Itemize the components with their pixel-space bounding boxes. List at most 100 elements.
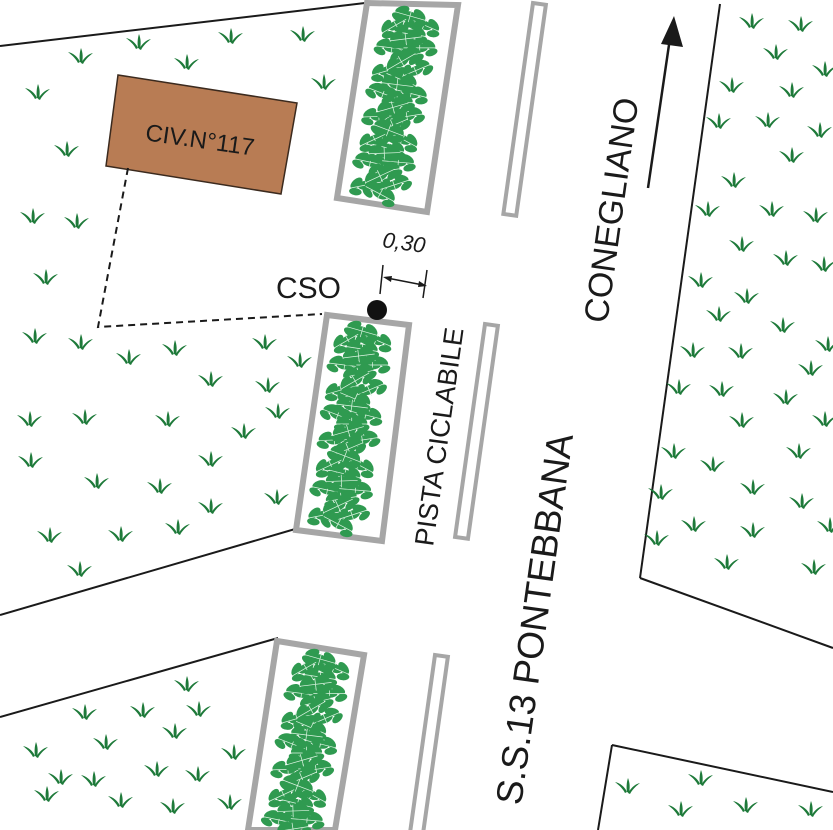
- civic-number-box: [105, 74, 298, 195]
- grass-tuft-icon: [706, 306, 731, 322]
- grass-tuft-icon: [773, 389, 798, 405]
- grass-tuft-icon: [48, 769, 73, 785]
- cso-label: CSO: [276, 272, 341, 305]
- grass-tuft-icon: [198, 371, 223, 387]
- grass-tuft-icon: [668, 801, 693, 817]
- grass-tuft-icon: [264, 489, 289, 505]
- grass-tuft-icon: [644, 530, 669, 546]
- grass-tuft-icon: [155, 411, 180, 427]
- grass-tuft-icon: [681, 516, 706, 532]
- grass-tuft-icon: [728, 343, 753, 359]
- grass-tuft-icon: [64, 213, 89, 229]
- grass-tuft-icon: [615, 778, 640, 794]
- grass-tuft-icon: [160, 798, 185, 814]
- grass-tuft-icon: [72, 704, 97, 720]
- grass-tuft-icon: [779, 147, 804, 163]
- grass-tuft-icon: [815, 336, 833, 352]
- grass-tuft-icon: [739, 13, 764, 29]
- grass-tuft-icon: [709, 381, 734, 397]
- grass-tuft-icon: [68, 334, 93, 350]
- grass-tuft-icon: [798, 360, 823, 376]
- grass-tuft-icon: [33, 269, 58, 285]
- grass-tuft-icon: [20, 208, 45, 224]
- grass-tuft-icon: [108, 792, 133, 808]
- grass-tuft-icon: [695, 201, 720, 217]
- grass-tuft-icon: [144, 761, 169, 777]
- grass-tuft-icon: [68, 48, 93, 64]
- grass-tuft-icon: [700, 456, 725, 472]
- grass-tuft-icon: [755, 112, 780, 128]
- grass-tuft-icon: [807, 122, 832, 138]
- grass-tuft-icon: [34, 786, 59, 802]
- grass-tuft-icon: [81, 771, 106, 787]
- grass-tuft-icon: [93, 734, 118, 750]
- grass-tuft-icon: [740, 479, 765, 495]
- grass-tuft-icon: [733, 797, 758, 813]
- grass-tuft-icon: [130, 702, 155, 718]
- grass-tuft-icon: [231, 423, 256, 439]
- grass-tuft-icon: [680, 342, 705, 358]
- grass-tuft-icon: [786, 443, 811, 459]
- grass-tuft-icon: [67, 561, 92, 577]
- civic-leader-line: [96, 167, 323, 329]
- grass-tuft-icon: [688, 272, 713, 288]
- grass-tuft-icon: [812, 61, 833, 77]
- grass-tuft-icon: [803, 207, 828, 223]
- grass-tuft-icon: [23, 742, 48, 758]
- grass-tuft-icon: [734, 288, 759, 304]
- north-arrow-icon: [646, 16, 683, 189]
- grass-tuft-icon: [198, 498, 223, 514]
- grass-tuft-icon: [801, 559, 826, 575]
- curb-bottom: [406, 652, 451, 830]
- grass-tuft-icon: [165, 519, 190, 535]
- curb-middle: [452, 321, 501, 541]
- grass-tuft-icon: [186, 701, 211, 717]
- grass-tuft-icon: [817, 517, 833, 533]
- grass-tuft-icon: [773, 250, 798, 266]
- grass-tuft-icon: [706, 113, 731, 129]
- grass-tuft-icon: [759, 201, 784, 217]
- grass-tuft-icon: [729, 412, 754, 428]
- grass-tuft-icon: [311, 74, 336, 90]
- planter-middle: [292, 311, 413, 545]
- grass-tuft-icon: [162, 340, 187, 356]
- cso-point-icon: [367, 300, 387, 320]
- main-road-label: S.S.13 PONTEBBANA: [488, 430, 581, 807]
- grass-tuft-icon: [714, 554, 739, 570]
- grass-tuft-icon: [287, 352, 312, 368]
- grass-tuft-icon: [116, 349, 141, 365]
- grass-tuft-icon: [218, 28, 243, 44]
- grass-tuft-icon: [25, 84, 50, 100]
- grass-tuft-icon: [661, 443, 686, 459]
- grass-tuft-icon: [162, 723, 187, 739]
- grass-tuft-icon: [721, 172, 746, 188]
- grass-tuft-icon: [198, 451, 223, 467]
- grass-tuft-icon: [729, 236, 754, 252]
- grass-tuft-icon: [290, 26, 315, 42]
- planter-top: [333, 0, 462, 216]
- planter-bottom: [244, 637, 368, 830]
- grass-tuft-icon: [798, 801, 823, 817]
- grass-tuft-icon: [37, 527, 62, 543]
- grass-tuft-icon: [174, 54, 199, 70]
- grass-tuft-icon: [221, 744, 246, 760]
- grass-tuft-icon: [185, 766, 210, 782]
- grass-tuft-icon: [779, 82, 804, 98]
- grass-tuft-icon: [812, 411, 833, 427]
- grass-tuft-icon: [719, 77, 744, 93]
- grass-tuft-icon: [252, 334, 277, 350]
- grass-tuft-icon: [265, 403, 290, 419]
- grass-tuft-icon: [174, 676, 199, 692]
- grass-tuft-icon: [789, 493, 814, 509]
- grass-tuft-icon: [108, 526, 133, 542]
- grass-tuft-icon: [688, 770, 713, 786]
- grass-tuft-icon: [18, 452, 43, 468]
- grass-tuft-icon: [17, 411, 42, 427]
- grass-tuft-icon: [126, 34, 151, 50]
- grass-tuft-icon: [740, 522, 765, 538]
- grass-tuft-icon: [147, 478, 172, 494]
- grass-tuft-icon: [788, 16, 813, 32]
- grass-tuft-icon: [255, 377, 280, 393]
